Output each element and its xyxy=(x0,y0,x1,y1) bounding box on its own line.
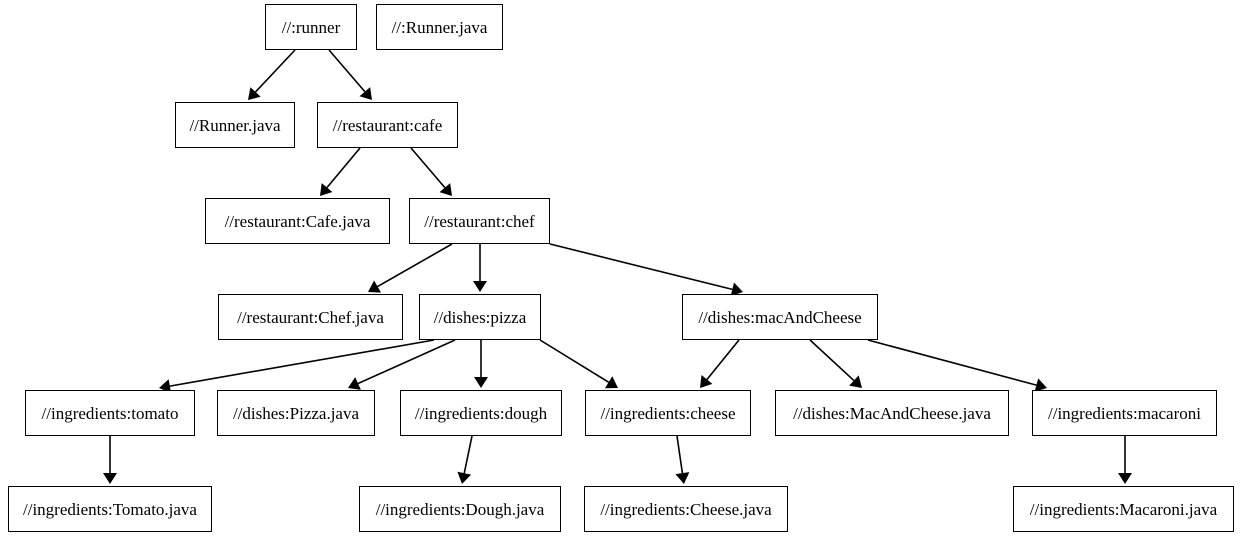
graph-node-runner[interactable]: //:runner xyxy=(265,4,357,50)
graph-node-label: //restaurant:cafe xyxy=(332,115,443,135)
graph-node-label: //ingredients:tomato xyxy=(41,403,179,423)
graph-node-macaroni_java[interactable]: //ingredients:Macaroni.java xyxy=(1013,486,1234,532)
graph-node-label: //ingredients:Dough.java xyxy=(375,499,545,519)
graph-node-label: //ingredients:Macaroni.java xyxy=(1029,499,1218,519)
graph-edge-restaurant_cafe-to-restaurant_chef xyxy=(410,147,446,189)
graph-node-dishes_mac[interactable]: //dishes:macAndCheese xyxy=(682,294,878,340)
graph-node-label: //ingredients:cheese xyxy=(600,403,736,423)
arrowhead-icon xyxy=(849,375,862,388)
graph-edge-dishes_pizza-to-ing_cheese xyxy=(539,339,610,383)
graph-node-mac_java[interactable]: //dishes:MacAndCheese.java xyxy=(775,390,1009,436)
graph-node-label: //dishes:pizza xyxy=(433,307,527,327)
graph-node-cafe_java[interactable]: //restaurant:Cafe.java xyxy=(205,198,390,244)
arrowhead-icon xyxy=(359,87,372,100)
graph-edge-dishes_mac-to-ing_cheese xyxy=(706,339,740,380)
graph-node-label: //ingredients:dough xyxy=(414,403,548,423)
arrowhead-icon xyxy=(103,473,117,484)
graph-node-ing_tomato[interactable]: //ingredients:tomato xyxy=(25,390,195,436)
graph-edge-dishes_mac-to-ing_macaroni xyxy=(867,339,1037,386)
arrowhead-icon xyxy=(348,377,361,390)
graph-node-label: //dishes:MacAndCheese.java xyxy=(793,403,991,423)
graph-edge-runner-to-runner_java xyxy=(254,49,296,93)
graph-node-label: //Runner.java xyxy=(189,115,281,135)
graph-edge-restaurant_cafe-to-cafe_java xyxy=(326,147,361,189)
graph-node-label: //ingredients:Tomato.java xyxy=(23,499,197,519)
arrowhead-icon xyxy=(473,281,487,292)
graph-node-runner_java[interactable]: //Runner.java xyxy=(175,102,295,148)
graph-edge-restaurant_chef-to-dishes_mac xyxy=(549,243,733,291)
arrowhead-icon xyxy=(320,183,333,196)
graph-node-ing_dough[interactable]: //ingredients:dough xyxy=(400,390,562,436)
graph-edge-runner-to-restaurant_cafe xyxy=(328,49,366,93)
graph-edge-dishes_pizza-to-ing_tomato xyxy=(169,339,435,387)
graph-node-ing_cheese[interactable]: //ingredients:cheese xyxy=(585,390,751,436)
arrowhead-icon xyxy=(248,87,261,100)
graph-node-restaurant_cafe[interactable]: //restaurant:cafe xyxy=(317,102,458,148)
arrowhead-icon xyxy=(439,183,452,196)
arrowhead-icon xyxy=(1118,473,1132,484)
graph-edge-restaurant_chef-to-chef_java xyxy=(377,243,453,288)
graph-node-dishes_pizza[interactable]: //dishes:pizza xyxy=(419,294,541,340)
arrowhead-icon xyxy=(457,471,472,484)
graph-node-tomato_java[interactable]: //ingredients:Tomato.java xyxy=(8,486,212,532)
arrowhead-icon xyxy=(474,377,488,388)
graph-edge-ing_cheese-to-cheese_java xyxy=(676,435,684,474)
arrowhead-icon xyxy=(700,375,713,388)
graph-node-chef_java[interactable]: //restaurant:Chef.java xyxy=(218,294,403,340)
graph-node-label: //restaurant:Chef.java xyxy=(237,307,384,327)
graph-node-label: //restaurant:chef xyxy=(424,211,535,231)
graph-node-ing_macaroni[interactable]: //ingredients:macaroni xyxy=(1032,390,1217,436)
graph-node-label: //dishes:Pizza.java xyxy=(232,403,360,423)
graph-node-label: //ingredients:macaroni xyxy=(1048,403,1201,423)
graph-edge-dishes_mac-to-mac_java xyxy=(809,339,855,382)
graph-node-label: //:Runner.java xyxy=(391,17,488,37)
graph-node-label: //:runner xyxy=(281,17,341,37)
graph-node-label: //dishes:macAndCheese xyxy=(698,307,862,327)
graph-edge-ing_dough-to-dough_java xyxy=(463,435,473,474)
graph-node-runner_java_root[interactable]: //:Runner.java xyxy=(376,4,503,50)
graph-node-dough_java[interactable]: //ingredients:Dough.java xyxy=(359,486,561,532)
arrowhead-icon xyxy=(675,472,690,484)
graph-node-label: //restaurant:Cafe.java xyxy=(224,211,371,231)
graph-node-label: //ingredients:Cheese.java xyxy=(600,499,772,519)
graph-node-cheese_java[interactable]: //ingredients:Cheese.java xyxy=(584,486,788,532)
graph-node-restaurant_chef[interactable]: //restaurant:chef xyxy=(409,198,550,244)
graph-node-pizza_java[interactable]: //dishes:Pizza.java xyxy=(217,390,375,436)
arrowhead-icon xyxy=(368,280,382,293)
arrowhead-icon xyxy=(604,376,618,389)
graph-edge-dishes_pizza-to-pizza_java xyxy=(357,339,456,385)
